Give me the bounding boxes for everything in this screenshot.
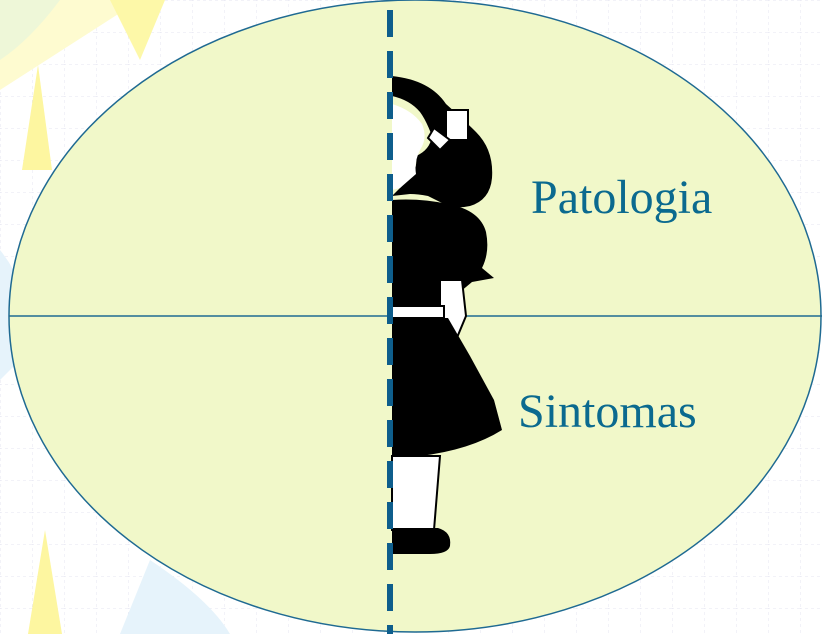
label-patologia: Patologia bbox=[531, 171, 712, 224]
label-sintomas: Sintomas bbox=[518, 385, 697, 438]
